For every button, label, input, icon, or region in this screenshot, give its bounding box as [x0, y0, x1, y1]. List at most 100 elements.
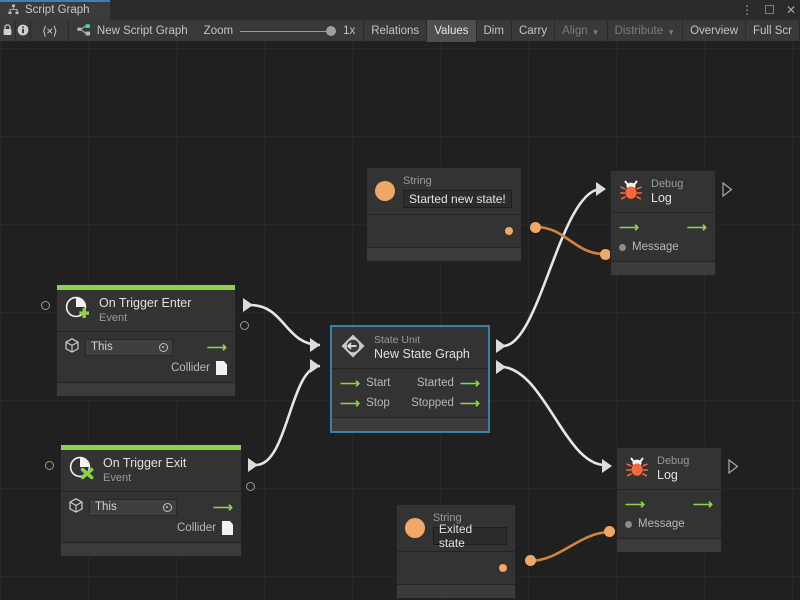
node-debug-log-top[interactable]: Debug Log ⟶ ⟶ Message [610, 170, 716, 276]
value-in-marker-enter[interactable] [41, 301, 50, 310]
node-footer [61, 542, 241, 556]
value-in-marker-exit[interactable] [45, 461, 54, 470]
lock-button[interactable] [0, 20, 16, 42]
wire-started-to-debug-top [503, 187, 601, 348]
flow-output-port[interactable]: ⟶ [459, 375, 480, 391]
flow-out-marker-debug-top[interactable] [722, 182, 733, 197]
flow-output-port[interactable]: ⟶ [692, 496, 713, 512]
info-button[interactable] [16, 20, 32, 42]
close-icon[interactable]: ✕ [785, 3, 796, 17]
toolbar-button-align[interactable]: Align ▼ [555, 20, 608, 42]
object-picker-icon[interactable] [163, 502, 172, 512]
node-string-bottom[interactable]: String Exited state [396, 504, 516, 599]
target-port[interactable]: This [69, 498, 177, 516]
value-output-port[interactable] [505, 227, 513, 235]
node-category-label: State Unit [374, 334, 421, 346]
flow-output-port[interactable]: ⟶ [686, 219, 707, 235]
target-port[interactable]: This [65, 338, 173, 356]
kebab-menu-icon[interactable]: ⋮ [741, 3, 754, 17]
flow-in-marker-debug-top[interactable] [596, 182, 606, 196]
collider-port[interactable]: Collider [171, 361, 227, 375]
flow-input-port[interactable]: ⟶ [340, 375, 361, 391]
node-footer [397, 584, 515, 598]
graph-icon [8, 4, 19, 18]
flow-port-row: ⟶ ⟶ [611, 217, 715, 237]
flow-out-marker-state-started[interactable] [496, 339, 506, 353]
lock-icon [2, 23, 13, 39]
flow-output-port[interactable]: ⟶ [459, 395, 480, 411]
zoom-slider-knob[interactable] [326, 26, 337, 36]
toolbar-button-fullscreen[interactable]: Full Scr [746, 20, 800, 42]
node-titles: String Exited state [432, 511, 507, 550]
toolbar-button-label: Relations [371, 25, 420, 37]
cube-icon [65, 338, 79, 356]
toolbar-button-values[interactable]: Values [427, 20, 477, 42]
flow-out-marker-state-stopped[interactable] [496, 360, 506, 374]
flow-out-marker-enter[interactable] [243, 298, 253, 312]
toolbar-button-dim[interactable]: Dim [477, 20, 512, 42]
graph-name-field[interactable]: New Script Graph [69, 20, 200, 42]
value-output-port[interactable] [499, 564, 507, 572]
stop-input-port[interactable]: ⟶ Stop [340, 396, 390, 410]
started-output-port[interactable]: Started ⟶ [417, 376, 480, 390]
flow-output-port[interactable]: ⟶ [212, 499, 233, 515]
graph-name-label: New Script Graph [96, 25, 188, 37]
node-string-top[interactable]: String Started new state! [366, 167, 522, 262]
message-port[interactable]: Message [625, 518, 685, 530]
flow-input-port[interactable]: ⟶ [340, 395, 361, 411]
port-label: Collider [177, 522, 216, 534]
code-button[interactable]: ⟨×⟩ [31, 20, 69, 42]
node-title-label: On Trigger Enter [99, 296, 192, 310]
wire-string-top-to-message [535, 225, 605, 256]
node-body [397, 552, 515, 584]
flow-out-marker-exit[interactable] [248, 458, 258, 472]
node-on-trigger-exit[interactable]: On Trigger Exit Event This [60, 444, 242, 557]
node-debug-log-bottom[interactable]: Debug Log ⟶ ⟶ Message [616, 447, 722, 553]
toolbar-button-distribute[interactable]: Distribute ▼ [608, 20, 684, 42]
port-label: Started [416, 377, 454, 389]
flow-output-port[interactable]: ⟶ [206, 339, 227, 355]
flow-out-marker-debug-bottom[interactable] [728, 459, 739, 474]
value-input-port[interactable] [625, 520, 632, 528]
node-state-unit[interactable]: State Unit New State Graph ⟶ Start Start… [330, 325, 490, 433]
toolbar-button-overview[interactable]: Overview [683, 20, 747, 42]
start-input-port[interactable]: ⟶ Start [340, 376, 390, 390]
collider-port-row: Collider [61, 518, 241, 538]
chevron-down-icon: ▼ [591, 27, 600, 37]
wire-endpoint-dot [604, 526, 615, 537]
value-out-marker-exit[interactable] [246, 482, 255, 491]
node-footer [611, 261, 715, 275]
zoom-slider[interactable] [240, 25, 337, 37]
flow-input-port[interactable]: ⟶ [625, 496, 646, 512]
object-picker-icon[interactable] [159, 342, 168, 352]
stopped-output-port[interactable]: Stopped ⟶ [411, 396, 480, 410]
value-input-port[interactable] [619, 243, 626, 251]
node-title-label: Log [657, 468, 678, 482]
flow-in-marker-state-start[interactable] [310, 338, 320, 352]
flow-in-marker-state-stop[interactable] [310, 359, 320, 373]
string-value-input[interactable]: Started new state! [403, 190, 512, 208]
script-graph-icon [77, 23, 91, 39]
flow-input-port[interactable]: ⟶ [619, 219, 640, 235]
target-value: This [91, 341, 113, 353]
toolbar-button-label: Align [562, 25, 588, 37]
node-header: Debug Log [611, 171, 715, 213]
maximize-icon[interactable]: ☐ [764, 3, 775, 17]
toolbar-button-label: Full Scr [753, 25, 792, 37]
toolbar-button-relations[interactable]: Relations [364, 20, 428, 42]
graph-canvas[interactable]: String Started new state! [0, 43, 800, 600]
collider-port[interactable]: Collider [177, 521, 233, 535]
target-dropdown[interactable]: This [89, 498, 177, 516]
target-dropdown[interactable]: This [85, 338, 173, 356]
zoom-control[interactable]: Zoom 1x [200, 20, 365, 42]
message-port[interactable]: Message [619, 241, 679, 253]
string-value-input[interactable]: Exited state [432, 522, 507, 550]
node-category-label: Event [103, 472, 132, 484]
toolbar-button-carry[interactable]: Carry [512, 20, 556, 42]
tab-script-graph[interactable]: Script Graph [0, 0, 110, 20]
wire-endpoint-dot [530, 222, 541, 233]
value-out-marker-enter[interactable] [240, 321, 249, 330]
node-on-trigger-enter[interactable]: On Trigger Enter Event This [56, 284, 236, 397]
flow-in-marker-debug-bottom[interactable] [602, 459, 612, 473]
